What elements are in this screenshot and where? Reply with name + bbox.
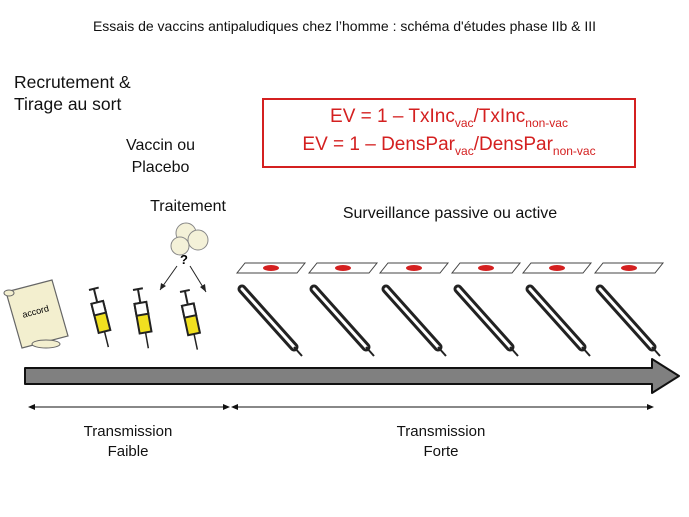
consent-scroll-icon: accord — [3, 279, 69, 349]
thermometer-icon — [242, 289, 302, 356]
formula-incidence: EV = 1 – TxIncvac/TxIncnon-vac — [330, 106, 568, 130]
pills-icon: ? — [159, 222, 209, 293]
high-transmission-span — [231, 404, 654, 410]
recrutement-line1: Recrutement & — [14, 72, 131, 92]
recrutement-line2: Tirage au sort — [14, 94, 122, 114]
syringe-icon — [178, 288, 205, 352]
blood-slide-icon — [594, 262, 664, 274]
timeline-arrow — [24, 358, 680, 394]
pill-question-mark: ? — [180, 252, 188, 267]
traitement-label: Traitement — [150, 198, 226, 215]
blood-slide-icon — [451, 262, 521, 274]
surveillance-label: Surveillance passive ou active — [342, 205, 558, 222]
vaccin-line2: Placebo — [131, 159, 190, 176]
efficacy-formula-box: EV = 1 – TxIncvac/TxIncnon-vac EV = 1 – … — [262, 98, 636, 168]
blood-slide-icon — [522, 262, 592, 274]
recrutement-label: Recrutement & Tirage au sort — [14, 71, 131, 115]
thermometer-icon — [600, 289, 660, 356]
thermometer-icon — [458, 289, 518, 356]
syringe-icon — [87, 286, 116, 350]
low-transmission-label: Transmission Faible — [58, 422, 198, 462]
blood-slide-icon — [308, 262, 378, 274]
high-transmission-line2: Forte — [423, 443, 459, 460]
low-transmission-line2: Faible — [107, 443, 149, 460]
diagram-title: Essais de vaccins antipaludiques chez l’… — [92, 18, 597, 34]
vaccin-line1: Vaccin ou — [125, 137, 196, 154]
formula-parasite-density: EV = 1 – DensParvac/DensParnon-vac — [302, 134, 596, 158]
vaccin-placebo-label: Vaccin ou Placebo — [93, 135, 228, 179]
high-transmission-label: Transmission Forte — [371, 422, 511, 462]
syringe-icon — [131, 287, 156, 351]
high-transmission-line1: Transmission — [396, 423, 486, 440]
thermometer-icon — [386, 289, 446, 356]
thermometer-icon — [530, 289, 590, 356]
blood-slide-icon — [379, 262, 449, 274]
blood-slide-icon — [236, 262, 306, 274]
thermometer-icon — [314, 289, 374, 356]
low-transmission-span — [28, 404, 230, 410]
low-transmission-line1: Transmission — [83, 423, 173, 440]
